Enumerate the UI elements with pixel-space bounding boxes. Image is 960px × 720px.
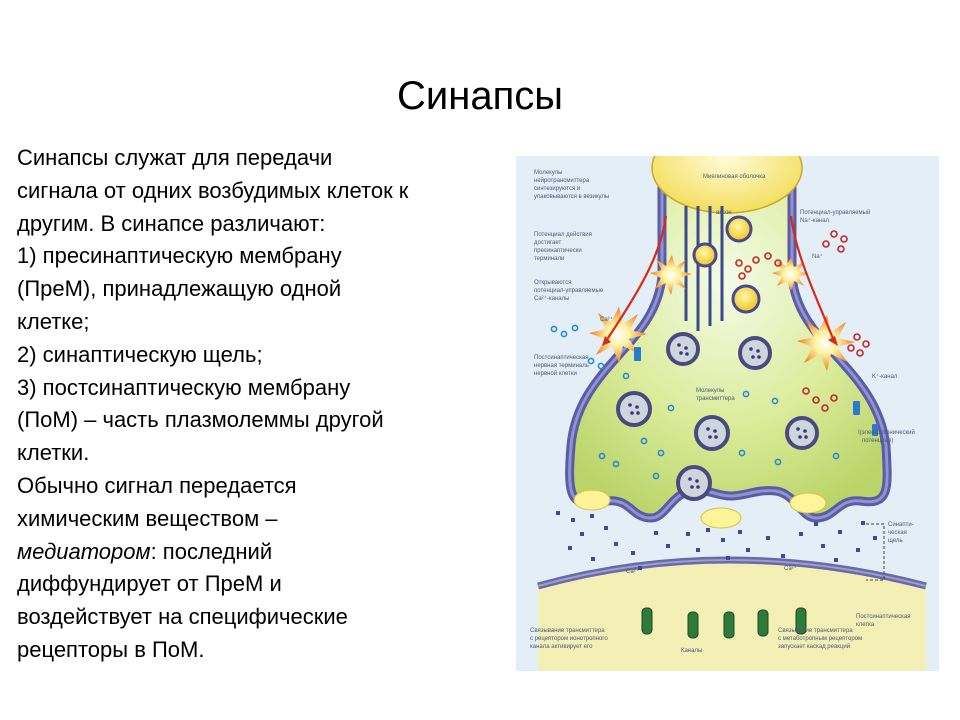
- body-line: 3) постсинаптическую мембрану: [17, 374, 351, 400]
- body-line-mediator: медиатором: последний: [17, 536, 517, 569]
- label-ca-top: Ca²⁺: [600, 316, 613, 323]
- svg-text:запускает каскад реакций: запускает каскад реакций: [778, 643, 850, 650]
- body-line: 1) пресинаптическую мембрану: [17, 243, 342, 269]
- label-cleft: Синапти-: [888, 522, 914, 528]
- svg-text:нервная терминаль: нервная терминаль: [534, 363, 589, 369]
- label-ap: Потенциал действия: [534, 231, 592, 238]
- label-na: Na⁺: [812, 253, 823, 260]
- body-line: клетке;: [17, 308, 90, 334]
- svg-text:Na⁺-канал: Na⁺-канал: [800, 217, 830, 224]
- label-metabotropic: Связывание трансмиттера: [778, 628, 853, 634]
- action-potential-arrows: [605, 215, 836, 342]
- na-ions: [735, 230, 870, 412]
- svg-text:клетка: клетка: [856, 622, 875, 628]
- svg-text:с метаботропным рецептором: с метаботропным рецептором: [778, 636, 862, 642]
- arrow-head-icon: [602, 336, 611, 346]
- label-neurotransmitter: Молекулы: [534, 170, 562, 176]
- svg-text:ческая: ческая: [888, 530, 907, 536]
- body-line: клетки.: [17, 440, 90, 466]
- svg-text:нервной клетки: нервной клетки: [534, 370, 577, 377]
- body-line: воздействует на специфические: [17, 604, 348, 630]
- body-line: диффундирует от ПреМ и: [17, 571, 282, 597]
- label-myelin: Миелиновая оболочка: [703, 174, 766, 180]
- svg-text:нейротрансмиттера: нейротрансмиттера: [534, 177, 590, 184]
- label-ca-bottom-right: Ca²⁺: [784, 565, 797, 572]
- cleft-bracket: [866, 523, 885, 581]
- diagram-labels: Миелиновая оболочка аксон Молекулы нейро…: [530, 170, 915, 654]
- svg-text:канала активирует его: канала активирует его: [530, 644, 593, 650]
- label-na-channel: Потенциал-управляемый: [800, 209, 870, 216]
- action-potential-flash-icon: [589, 255, 855, 371]
- ca-ions: [550, 324, 840, 480]
- label-ca-bottom-left: Ca²⁺: [626, 568, 639, 575]
- svg-text:с рецептором ионотропного: с рецептором ионотропного: [530, 636, 608, 642]
- body-line: (ПоМ) – часть плазмолеммы другой: [17, 407, 384, 433]
- arrow-head-icon: [828, 336, 838, 346]
- body-line: Обычно сигнал передается: [17, 472, 297, 498]
- label-channels: Каналы: [681, 648, 702, 654]
- myelin-sheath: [651, 156, 803, 214]
- mediator-term: медиатором: [17, 538, 151, 564]
- body-line: (ПреМ), принадлежащую одной: [17, 276, 342, 302]
- slide-body-text: Синапсы служат для передачи сигнала от о…: [17, 142, 517, 667]
- svg-text:трансмиттера: трансмиттера: [696, 396, 735, 402]
- label-electrotonic: I(электротонический: [858, 429, 915, 436]
- label-molecules: Молекулы: [696, 388, 724, 394]
- svg-text:щель: щель: [888, 538, 903, 544]
- synapse-diagram: Миелиновая оболочка аксон Молекулы нейро…: [516, 156, 939, 671]
- transmitter-vesicles: [616, 332, 819, 501]
- body-line: рецепторы в ПоМ.: [17, 636, 205, 662]
- cleft-transmitter: [556, 511, 877, 570]
- svg-text:терминали: терминали: [534, 256, 564, 262]
- label-ca-open: Открываются: [534, 280, 571, 286]
- svg-text:упаковываются в везикулы: упаковываются в везикулы: [534, 194, 609, 200]
- body-line: Синапсы служат для передачи: [17, 145, 333, 170]
- release-sites: [573, 489, 827, 529]
- label-presyn-term: Постсинаптическая: [534, 355, 589, 361]
- svg-text:потенциал-управляемые: потенциал-управляемые: [534, 288, 604, 294]
- label-ionotropic: Связывание трансмиттера: [530, 628, 605, 634]
- svg-text:синтезируются и: синтезируются и: [534, 186, 580, 192]
- slide-title: Синапсы: [397, 74, 563, 118]
- label-axon: аксон: [716, 210, 732, 216]
- svg-text:Ca²⁺-каналы: Ca²⁺-каналы: [534, 295, 569, 302]
- svg-text:достигает: достигает: [534, 240, 561, 246]
- body-line: 2) синаптическую щель;: [17, 341, 263, 367]
- postsynaptic-receptors: [641, 607, 807, 639]
- label-k-channel: K⁺-канал: [872, 373, 898, 380]
- membrane-channels: [634, 347, 878, 436]
- mediator-rest: : последний: [150, 538, 273, 564]
- label-postsyn-cell: Постсинаптическая: [856, 614, 911, 620]
- vesicles-top: [692, 215, 761, 314]
- body-line: химическим веществом –: [17, 505, 278, 531]
- body-line: другим. В синапсе различают:: [17, 210, 326, 236]
- body-line: сигнала от одних возбудимых клеток к: [17, 177, 409, 203]
- svg-text:потенциал): потенциал): [862, 438, 893, 444]
- svg-text:пресинаптически: пресинаптически: [534, 248, 582, 254]
